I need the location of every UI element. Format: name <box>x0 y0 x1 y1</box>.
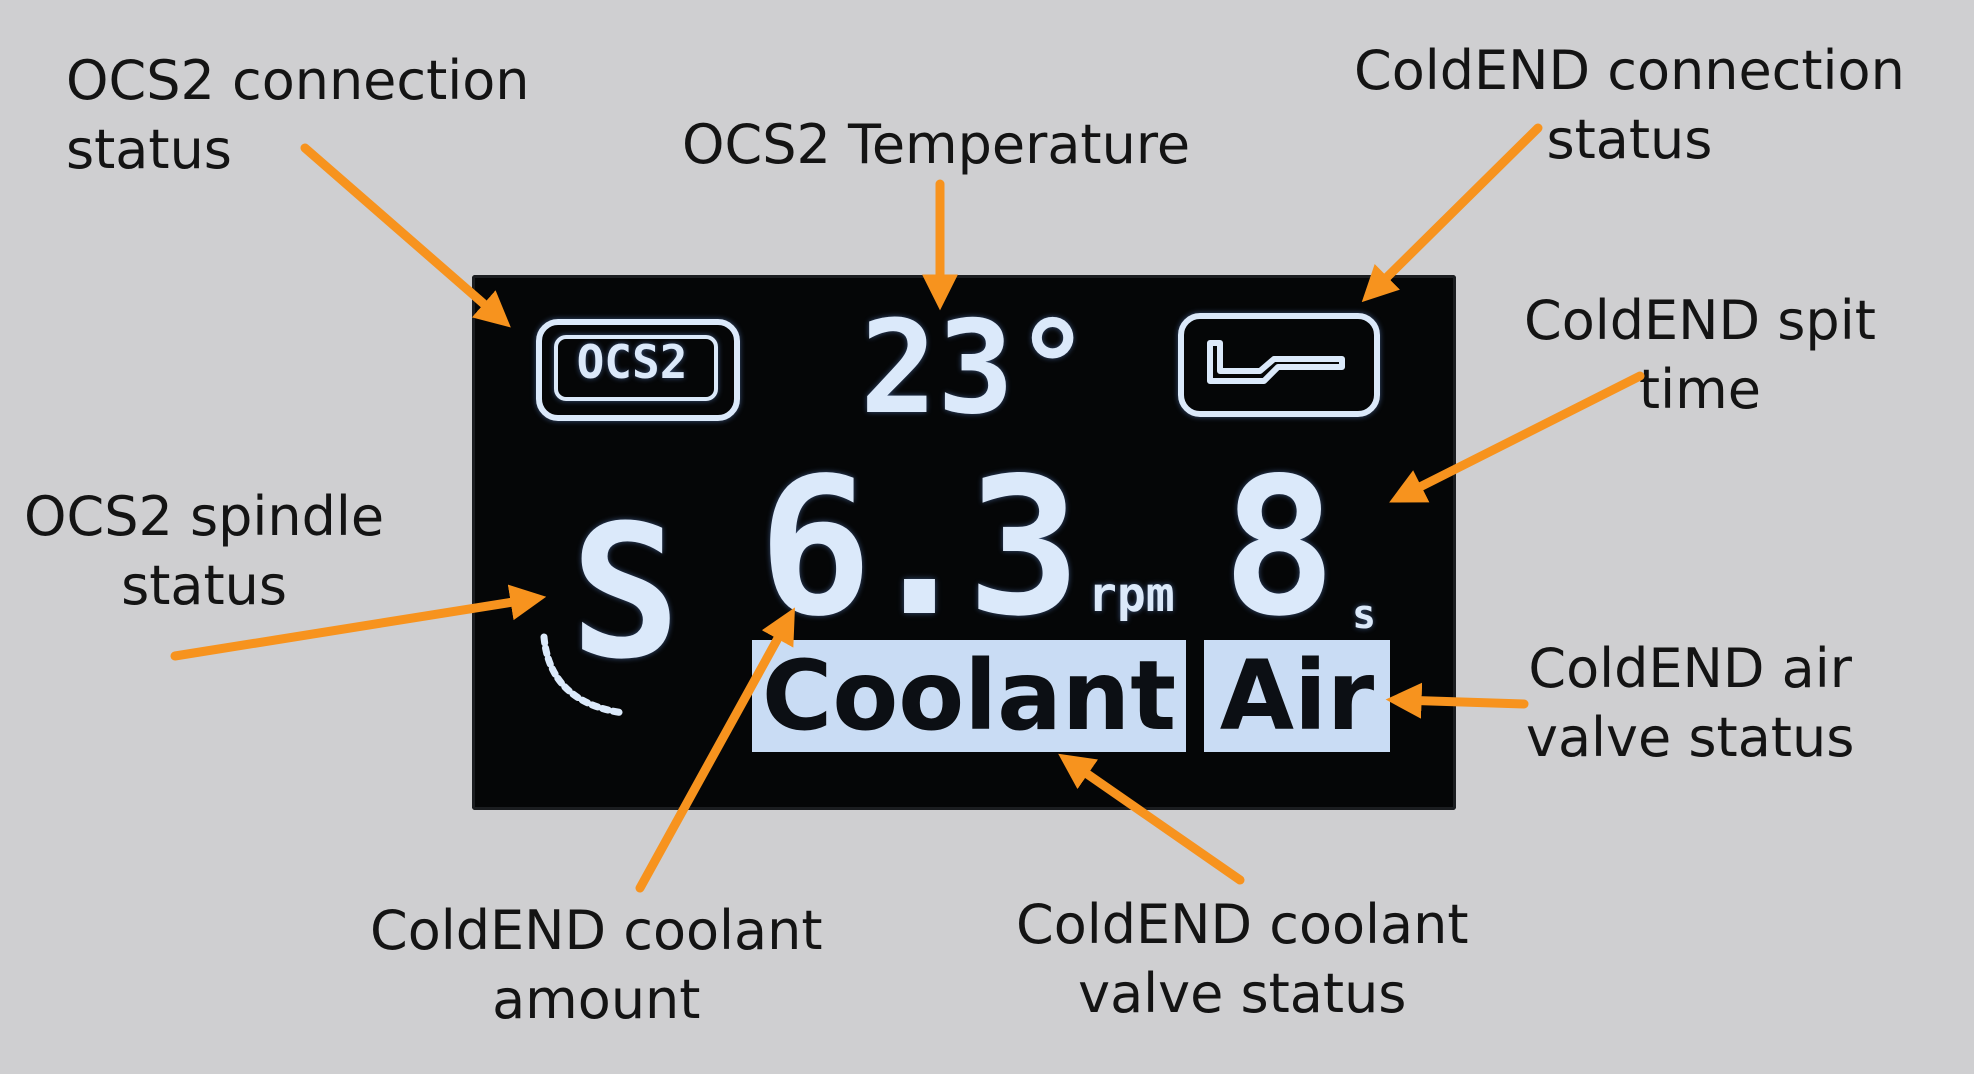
label-coldend-air-valve-status: ColdEND air valve status <box>1526 634 1854 772</box>
label-line: OCS2 spindle <box>24 485 385 548</box>
ocs2-connection-badge-inner <box>554 335 718 401</box>
label-line: amount <box>492 968 701 1032</box>
label-line: valve status <box>1526 706 1855 770</box>
air-valve-label: Air <box>1219 640 1375 752</box>
label-line: OCS2 connection <box>66 49 530 112</box>
label-coldend-spit-time: ColdEND spit time <box>1524 286 1876 424</box>
air-valve-status-button: Air <box>1204 640 1390 752</box>
label-line: ColdEND air <box>1528 637 1852 700</box>
label-line: ColdEND connection <box>1354 39 1905 102</box>
label-line: status <box>121 554 288 618</box>
label-line: valve status <box>1078 962 1407 1026</box>
label-line: status <box>66 118 232 182</box>
coolant-valve-label: Coolant <box>761 640 1177 752</box>
label-ocs2-spindle-status: OCS2 spindle status <box>24 482 384 620</box>
coolant-valve-status-button: Coolant <box>752 640 1186 752</box>
spit-time-unit: s <box>1352 592 1377 638</box>
label-coldend-coolant-amount: ColdEND coolant amount <box>370 896 823 1034</box>
nozzle-icon <box>1207 340 1345 384</box>
label-line: status <box>1546 108 1713 172</box>
spit-time-value: 8 <box>1222 437 1337 658</box>
label-line: ColdEND coolant <box>1016 893 1469 956</box>
ocs2-connection-badge <box>536 319 740 421</box>
label-ocs2-connection-status: OCS2 connection status <box>66 46 530 184</box>
coolant-amount-unit: rpm <box>1088 567 1175 623</box>
spindle-arc-icon <box>540 633 628 717</box>
label-coldend-coolant-valve-status: ColdEND coolant valve status <box>1016 890 1469 1028</box>
coolant-amount-value: 6.3 <box>758 437 1081 658</box>
label-line: OCS2 Temperature <box>682 113 1191 176</box>
ocs2-badge-text: OCS2 <box>576 335 688 389</box>
label-coldend-connection-status: ColdEND connection status <box>1354 36 1905 174</box>
ocs2-temperature-value: 23° <box>860 294 1092 443</box>
oled-display: OCS2 23° S 6.3 rpm 8 s Coolant Air <box>472 275 1456 810</box>
label-line: time <box>1638 358 1761 422</box>
coldend-connection-badge <box>1178 313 1380 417</box>
label-line: ColdEND spit <box>1524 289 1876 352</box>
label-line: ColdEND coolant <box>370 899 823 962</box>
label-ocs2-temperature: OCS2 Temperature <box>682 110 1190 179</box>
